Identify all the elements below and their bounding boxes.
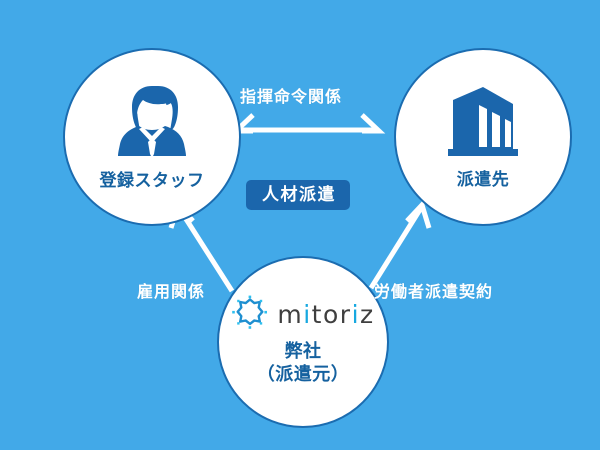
business-woman-icon <box>111 82 193 164</box>
edge-label-command-relationship: 指揮命令関係 <box>240 89 343 106</box>
arrow-dispatch-contract <box>368 200 432 290</box>
node-our-company[interactable]: mitoriz 弊社 （派遣元） <box>217 256 389 428</box>
node-our-company-label-line2: （派遣元） <box>256 363 350 384</box>
mitoriz-logo: mitoriz <box>231 295 374 333</box>
node-our-company-label-line1: 弊社 <box>284 341 322 361</box>
mitoriz-wordmark: mitoriz <box>277 299 375 329</box>
node-client-company-label: 派遣先 <box>456 170 510 190</box>
node-registered-staff[interactable]: 登録スタッフ <box>63 48 241 226</box>
office-building-icon <box>441 83 525 161</box>
node-registered-staff-label: 登録スタッフ <box>99 171 205 191</box>
node-client-company[interactable]: 派遣先 <box>394 48 572 226</box>
mitoriz-starburst-icon <box>231 295 269 333</box>
arrow-command-relationship <box>229 113 386 134</box>
edge-label-dispatch-contract: 労働者派遣契約 <box>374 284 494 301</box>
edge-label-employment-relationship: 雇用関係 <box>137 284 206 301</box>
badge-jinzai-haken: 人材派遣 <box>246 180 350 210</box>
